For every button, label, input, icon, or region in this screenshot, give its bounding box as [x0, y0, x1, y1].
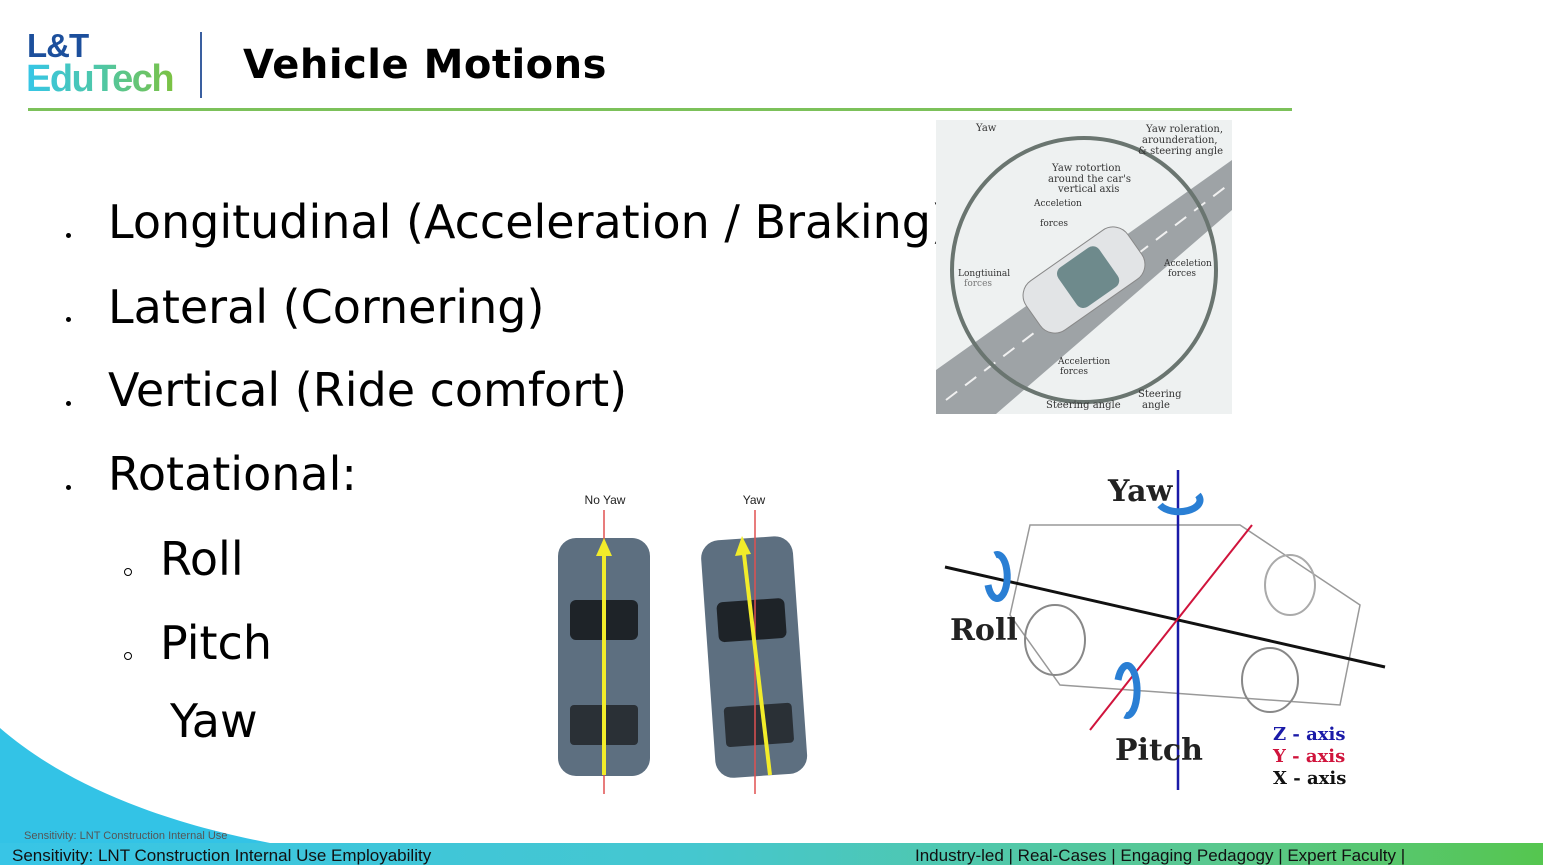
bullet-longitudinal: Longitudinal (Acceleration / Braking): [108, 195, 949, 249]
svg-text:Longtiuinal: Longtiuinal: [958, 269, 1010, 279]
pitch-axis-label: Pitch: [1115, 733, 1203, 768]
bullet-vertical: Vertical (Ride comfort): [108, 363, 628, 417]
vehicle-forces-figure: Yaw Yaw roleration, arounderation, & ste…: [936, 120, 1232, 414]
svg-text:Yaw roleration,: Yaw roleration,: [1145, 124, 1223, 135]
sub-bullet-ring: [124, 652, 132, 660]
bullet-rotational: Rotational:: [108, 447, 357, 501]
footer-right-text: Industry-led | Real-Cases | Engaging Ped…: [915, 846, 1406, 865]
header-divider: [200, 32, 202, 98]
logo-edutech: EduTech: [26, 58, 175, 100]
svg-text:around the car's: around the car's: [1048, 174, 1131, 185]
bullet-lateral: Lateral (Cornering): [108, 280, 545, 334]
svg-text:arounderation,: arounderation,: [1142, 135, 1218, 146]
svg-text:Steering: Steering: [1138, 389, 1182, 400]
bullet-dot: [66, 401, 71, 406]
sub-bullet-ring: [124, 568, 132, 576]
roll-axis-label: Roll: [950, 613, 1018, 648]
bullet-dot: [66, 485, 71, 490]
svg-text:Accelertion: Accelertion: [1057, 357, 1110, 367]
title-underline: [28, 108, 1292, 111]
no-yaw-label: No Yaw: [585, 493, 626, 507]
rotation-axes-figure: Yaw Roll Pitch Z - axis Y - axis X - axi…: [944, 470, 1386, 790]
sub-bullet-yaw: Yaw: [170, 694, 258, 748]
corner-swoosh: [0, 728, 300, 850]
svg-text:angle: angle: [1142, 400, 1170, 411]
footer-bar: [0, 843, 1543, 865]
x-axis-legend: X - axis: [1273, 768, 1346, 789]
svg-text:forces: forces: [1168, 269, 1196, 279]
svg-text:Acceletion: Acceletion: [1033, 199, 1082, 209]
svg-text:Yaw rotortion: Yaw rotortion: [1051, 163, 1121, 174]
svg-text:vertical axis: vertical axis: [1057, 184, 1119, 195]
y-axis-legend: Y - axis: [1272, 746, 1345, 767]
svg-text:Steering angle: Steering angle: [1046, 400, 1121, 411]
svg-text:Yaw: Yaw: [975, 123, 997, 134]
yaw-label: Yaw: [743, 493, 766, 507]
logo-lt: L&T: [27, 27, 89, 64]
bullet-dot: [66, 317, 71, 322]
footer-left-text: Sensitivity: LNT Construction Internal U…: [12, 846, 432, 865]
sub-bullet-pitch: Pitch: [160, 616, 272, 670]
slide-title: Vehicle Motions: [243, 42, 607, 88]
yaw-axis-label: Yaw: [1107, 474, 1174, 509]
yaw-comparison-figure: No Yaw Yaw: [558, 493, 808, 794]
z-axis-legend: Z - axis: [1273, 724, 1346, 745]
svg-text:forces: forces: [964, 279, 992, 289]
bullet-dot: [66, 233, 71, 238]
sub-bullet-roll: Roll: [160, 532, 244, 586]
svg-text:Acceletion: Acceletion: [1163, 259, 1212, 269]
svg-text:forces: forces: [1060, 367, 1088, 377]
sensitivity-small-label: Sensitivity: LNT Construction Internal U…: [24, 830, 228, 842]
svg-text:& steering angle: & steering angle: [1138, 146, 1223, 157]
svg-text:forces: forces: [1040, 219, 1068, 229]
